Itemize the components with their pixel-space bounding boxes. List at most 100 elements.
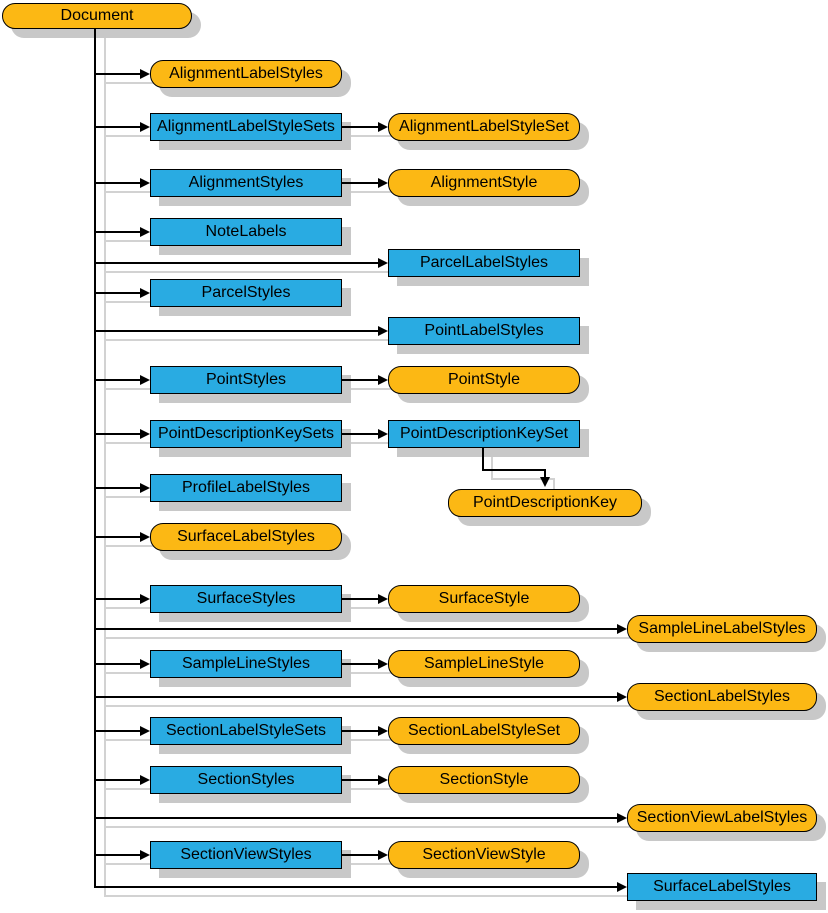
node-surface-label-styles[interactable]: SurfaceLabelStyles [150,523,342,551]
connector [94,73,141,75]
connector [341,126,379,128]
node-sample-line-label-styles[interactable]: SampleLineLabelStyles [627,615,817,643]
arrow-head-icon [140,532,150,542]
connector [482,448,484,471]
arrow-head-icon [617,813,627,823]
node-alignment-label-styles[interactable]: AlignmentLabelStyles [150,60,342,88]
node-profile-label-styles[interactable]: ProfileLabelStyles [150,474,342,502]
connector [94,730,141,732]
connector [94,536,141,538]
connector-shadow [351,191,396,193]
node-section-label-style-set[interactable]: SectionLabelStyleSet [388,717,580,745]
connector [94,292,141,294]
arrow-head-icon [140,375,150,385]
arrow-head-icon [140,429,150,439]
arrow-head-icon [378,726,388,736]
node-section-label-styles[interactable]: SectionLabelStyles [627,683,817,711]
node-point-styles[interactable]: PointStyles [150,366,342,394]
node-parcel-styles[interactable]: ParcelStyles [150,279,342,307]
arrow-head-icon [617,624,627,634]
connector [94,487,141,489]
node-section-label-style-sets[interactable]: SectionLabelStyleSets [150,717,342,745]
arrow-head-icon [617,882,627,892]
connector [341,598,379,600]
connector-shadow [351,607,396,609]
node-surface-styles[interactable]: SurfaceStyles [150,585,342,613]
connector-shadow [351,135,396,137]
arrow-head-icon [140,288,150,298]
arrow-head-icon [617,692,627,702]
node-alignment-label-style-sets[interactable]: AlignmentLabelStyleSets [150,113,342,141]
node-section-styles[interactable]: SectionStyles [150,766,342,794]
connector [94,231,141,233]
node-surface-label-styles-2[interactable]: SurfaceLabelStyles [627,873,817,901]
connector [94,779,141,781]
node-point-label-styles[interactable]: PointLabelStyles [388,317,580,345]
connector-shadow [491,457,493,479]
connector [94,433,141,435]
connector-shadow [351,442,396,444]
node-parcel-label-styles[interactable]: ParcelLabelStyles [388,249,580,277]
node-point-description-key-set[interactable]: PointDescriptionKeySet [388,420,580,448]
connector-shadow [104,301,158,303]
arrow-head-icon [378,775,388,785]
connector [341,379,379,381]
connector [94,663,141,665]
arrow-head-icon [378,375,388,385]
node-surface-style[interactable]: SurfaceStyle [388,585,580,613]
connector [341,854,379,856]
node-point-description-key[interactable]: PointDescriptionKey [448,489,642,517]
arrow-head-icon [378,594,388,604]
node-point-description-key-sets[interactable]: PointDescriptionKeySets [150,420,342,448]
arrow-head-icon [378,122,388,132]
connector-shadow [104,388,158,390]
connector [94,628,618,630]
connector-shadow [104,135,158,137]
connector-shadow [351,672,396,674]
arrow-head-icon [140,69,150,79]
connector-shadow [104,607,158,609]
node-alignment-style[interactable]: AlignmentStyle [388,169,580,197]
connector [341,433,379,435]
connector-shadow [104,826,635,828]
node-section-view-style[interactable]: SectionViewStyle [388,841,580,869]
trunk-shadow [104,38,106,897]
connector-shadow [104,895,635,897]
node-alignment-label-style-set[interactable]: AlignmentLabelStyleSet [388,113,580,141]
connector-shadow [104,788,158,790]
connector [341,779,379,781]
connector [94,598,141,600]
connector-shadow [351,388,396,390]
connector [341,663,379,665]
connector-shadow [351,788,396,790]
arrow-head-icon [378,659,388,669]
arrow-head-icon [140,850,150,860]
connector [544,470,546,478]
node-note-labels[interactable]: NoteLabels [150,218,342,246]
node-point-style[interactable]: PointStyle [388,366,580,394]
connector [341,730,379,732]
connector [341,182,379,184]
arrow-head-icon [140,178,150,188]
connector-shadow [104,739,158,741]
node-section-view-styles[interactable]: SectionViewStyles [150,841,342,869]
connector [482,469,546,471]
connector-shadow [104,82,158,84]
arrow-head-icon [140,659,150,669]
node-sample-line-style[interactable]: SampleLineStyle [388,650,580,678]
node-document[interactable]: Document [2,3,192,29]
connector-shadow [104,339,396,341]
node-section-style[interactable]: SectionStyle [388,766,580,794]
connector [94,126,141,128]
node-section-view-label-styles[interactable]: SectionViewLabelStyles [627,804,817,832]
connector [94,817,618,819]
arrow-head-icon [140,483,150,493]
connector [94,379,141,381]
connector-shadow [104,271,396,273]
node-sample-line-styles[interactable]: SampleLineStyles [150,650,342,678]
node-alignment-styles[interactable]: AlignmentStyles [150,169,342,197]
arrow-head-icon [378,178,388,188]
connector-shadow [104,672,158,674]
arrow-head-icon [378,429,388,439]
